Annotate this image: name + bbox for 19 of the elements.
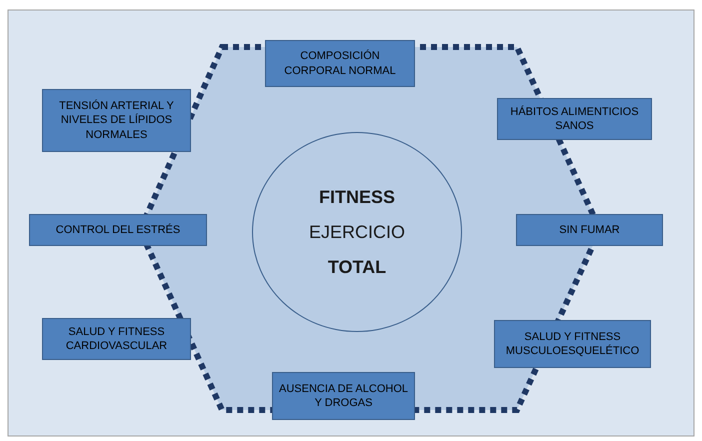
label-box	[497, 98, 652, 140]
circle-text: EJERCICIO	[308, 222, 405, 242]
box-text: HÁBITOS ALIMENTICIOS SANOS	[509, 104, 640, 134]
label-box	[516, 214, 663, 246]
label-box	[29, 214, 207, 246]
label-box	[42, 318, 191, 360]
label-box	[494, 320, 651, 368]
box-text: SIN FUMAR	[559, 222, 620, 238]
box-text: CONTROL DEL ESTRÉS	[56, 222, 180, 238]
box-text: TENSIÓN ARTERIAL Y NIVELES DE LÍPIDOS NORMALES	[58, 99, 175, 142]
label-box	[265, 40, 415, 87]
circle-text: FITNESS	[318, 186, 395, 208]
box-text: COMPOSICIÓN CORPORAL NORMAL	[283, 49, 397, 78]
box-text: SALUD Y FITNESS CARDIOVASCULAR	[64, 324, 168, 354]
label-box	[272, 372, 415, 420]
box-text: AUSENCIA DE ALCOHOL Y DROGAS	[278, 382, 409, 410]
label-box	[42, 89, 191, 152]
box-text: SALUD Y FITNESS MUSCULOESQUELÉTICO	[504, 330, 640, 358]
circle-text: TOTAL	[328, 256, 386, 278]
